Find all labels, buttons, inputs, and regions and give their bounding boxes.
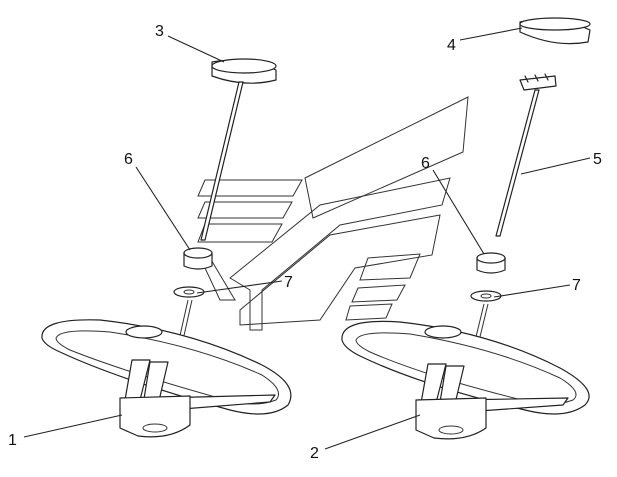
leader-3 [167,35,225,63]
leader-6-right [432,169,485,255]
steering-wheel-1 [41,319,292,438]
rod-5 [495,73,557,237]
callout-2: 2 [310,445,319,462]
leader-5 [520,157,591,175]
leader-6-left [135,166,191,251]
washer-7-right [470,290,502,302]
horn-cap-4 [519,17,591,45]
callout-5: 5 [593,151,602,168]
washer-7-left [173,286,205,298]
callout-3: 3 [155,23,164,40]
leader-7-left [196,280,283,294]
leader-4 [459,27,523,41]
nut-6-left [183,247,213,270]
callout-6-left: 6 [124,151,133,168]
leader-1 [23,414,123,438]
hood-decal-outline [197,96,469,331]
steering-wheel-2 [341,320,590,440]
nut-6-right [476,252,506,274]
leader-lines [23,27,591,450]
callout-7-left: 7 [284,274,293,291]
callout-labels: 1 2 3 4 5 6 6 7 7 [8,23,602,462]
callout-1: 1 [8,432,17,449]
callout-7-right: 7 [572,277,581,294]
rod-left [200,81,244,241]
horn-cap-3 [211,58,277,84]
leader-2 [324,414,421,450]
leader-7-right [493,284,571,298]
callout-4: 4 [447,37,456,54]
callout-6-right: 6 [421,155,430,172]
